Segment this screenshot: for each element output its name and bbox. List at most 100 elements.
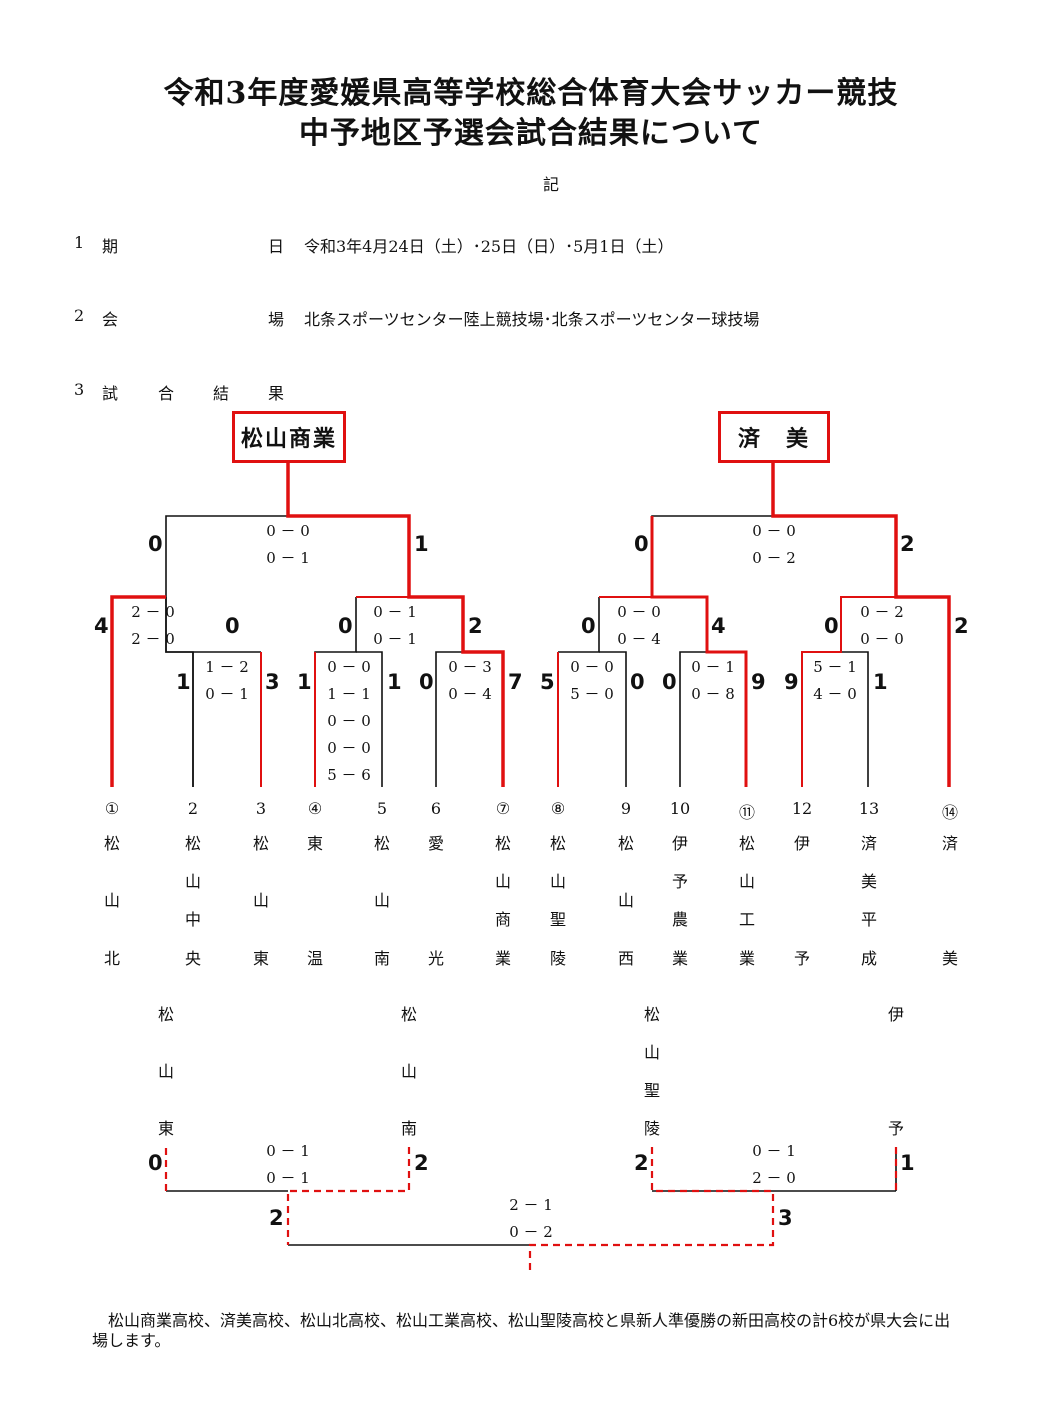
- score-m89-h2: 5 － 0: [570, 685, 614, 703]
- playoff-red-dashed: [164, 1147, 898, 1275]
- item3-no: 3: [74, 380, 85, 399]
- team-number: 2: [187, 799, 199, 818]
- playoff-team-name-char: 山: [643, 1043, 660, 1062]
- team-name-char: 松: [549, 834, 566, 853]
- item3-label-d: 果: [268, 384, 285, 403]
- score-p2-rt: 1: [900, 1151, 915, 1175]
- team-name-char: 陵: [549, 949, 566, 968]
- team-name-char: 松: [103, 834, 120, 853]
- team-name-char: 伊: [793, 834, 810, 853]
- playoff-team-name-char: 山: [400, 1062, 417, 1081]
- score-m1213-h1: 5 － 1: [813, 658, 857, 676]
- score-playoff-final-rt: 3: [778, 1206, 793, 1230]
- team-name-char: 山: [549, 872, 566, 891]
- playoff-team-name-char: 予: [887, 1119, 904, 1138]
- score-m45-rt: 1: [387, 670, 402, 694]
- score-m89-h1: 0 － 0: [570, 658, 614, 676]
- team-name-char: 松: [738, 834, 755, 853]
- score-m89-lt: 5: [540, 670, 555, 694]
- team-name-char: 南: [373, 949, 390, 968]
- score-m67-h2: 0 － 4: [448, 685, 492, 703]
- team-name-char: 北: [103, 949, 120, 968]
- score-R-sf1-lt: 0: [581, 614, 596, 638]
- team-name-char: 予: [793, 949, 810, 968]
- team-name-char: 山: [103, 891, 120, 910]
- score-right-final-lt: 0: [634, 532, 649, 556]
- score-L-sf2-lt: 0: [338, 614, 353, 638]
- score-m23-rt: 3: [265, 670, 280, 694]
- score-R-sf2-lt: 0: [824, 614, 839, 638]
- team-name-char: 農: [671, 910, 688, 929]
- team-name-char: 業: [738, 949, 755, 968]
- team-number: 3: [255, 799, 267, 818]
- winner-box-right: 済 美: [718, 411, 830, 463]
- score-m45-pk: 5 － 6: [327, 766, 371, 784]
- playoff-team-name-char: 松: [400, 1005, 417, 1024]
- team-name-char: 愛: [427, 834, 444, 853]
- score-m45-h2: 1 － 1: [327, 685, 371, 703]
- score-m1011-lt: 0: [662, 670, 677, 694]
- team-name-char: 商: [494, 910, 511, 929]
- score-right-final-h1: 0 － 0: [752, 522, 796, 540]
- team-name-char: 平: [860, 910, 877, 929]
- team-name-char: 業: [494, 949, 511, 968]
- team-name-char: 聖: [549, 910, 566, 929]
- score-m45-h4: 0 － 0: [327, 739, 371, 757]
- bracket-red-thin-lines: [112, 596, 896, 787]
- team-name-char: 済: [860, 834, 877, 853]
- score-m1213-lt: 9: [784, 670, 799, 694]
- score-m45-lt: 1: [297, 670, 312, 694]
- score-L-sf1-lt: 4: [94, 614, 109, 638]
- playoff-team-name-char: 伊: [887, 1005, 904, 1024]
- score-L-sf2-h1: 0 － 1: [373, 603, 417, 621]
- item1-value: 令和3年4月24日（土）･25日（日）･5月1日（土）: [304, 237, 674, 256]
- team-name-char: 山: [373, 891, 390, 910]
- score-playoff-final-h2: 0 － 2: [509, 1223, 553, 1241]
- score-m1213-h2: 4 － 0: [813, 685, 857, 703]
- score-L-sf1-h2: 2 － 0: [131, 630, 175, 648]
- team-name-char: 済: [941, 834, 958, 853]
- team-name-char: 工: [738, 910, 755, 929]
- team-number: ⑦: [495, 799, 511, 818]
- team-number: 6: [430, 799, 442, 818]
- score-L-sf2-h2: 0 － 1: [373, 630, 417, 648]
- score-R-sf2-h1: 0 － 2: [860, 603, 904, 621]
- team-name-char: 央: [184, 949, 201, 968]
- team-name-char: 予: [671, 872, 688, 891]
- score-m1011-h2: 0 － 8: [691, 685, 735, 703]
- score-m1011-h1: 0 － 1: [691, 658, 735, 676]
- score-playoff-final-h1: 2 － 1: [509, 1196, 553, 1214]
- score-m1011-rt: 9: [751, 670, 766, 694]
- score-m45-h1: 0 － 0: [327, 658, 371, 676]
- team-name-char: 中: [184, 910, 201, 929]
- item2-value: 北条スポーツセンター陸上競技場･北条スポーツセンター球技場: [304, 310, 760, 329]
- item3-label-b: 合: [158, 384, 175, 403]
- score-p2-h2: 2 － 0: [752, 1169, 796, 1187]
- team-name-char: 山: [738, 872, 755, 891]
- score-L-sf1-h1: 2 － 0: [131, 603, 175, 621]
- team-name-char: 美: [860, 872, 877, 891]
- winner-box-left: 松山商業: [232, 411, 346, 463]
- score-left-final-h2: 0 － 1: [266, 549, 310, 567]
- team-number: 12: [791, 799, 813, 818]
- playoff-team-name-char: 東: [157, 1119, 174, 1138]
- playoff-team-name-char: 山: [157, 1062, 174, 1081]
- score-m23-h1: 1 － 2: [205, 658, 249, 676]
- score-m23-h2: 0 － 1: [205, 685, 249, 703]
- playoff-team-name-char: 陵: [643, 1119, 660, 1138]
- title-line-2: 中予地区予選会試合結果について: [298, 116, 764, 151]
- title-line-1: 令和3年度愛媛県高等学校総合体育大会サッカー競技: [163, 76, 899, 111]
- playoff-team-name-char: 聖: [643, 1081, 660, 1100]
- team-name-char: 山: [184, 872, 201, 891]
- team-name-char: 東: [306, 834, 323, 853]
- score-L-sf2-rt: 2: [468, 614, 483, 638]
- team-number: ⑪: [738, 803, 755, 822]
- score-right-final-rt: 2: [900, 532, 915, 556]
- playoff-team-name-char: 松: [643, 1005, 660, 1024]
- ki-label: 記: [543, 175, 560, 194]
- score-playoff-final-lt: 2: [269, 1206, 284, 1230]
- score-p2-lt: 2: [634, 1151, 649, 1175]
- score-R-sf1-rt: 4: [711, 614, 726, 638]
- item1-no: 1: [74, 233, 85, 252]
